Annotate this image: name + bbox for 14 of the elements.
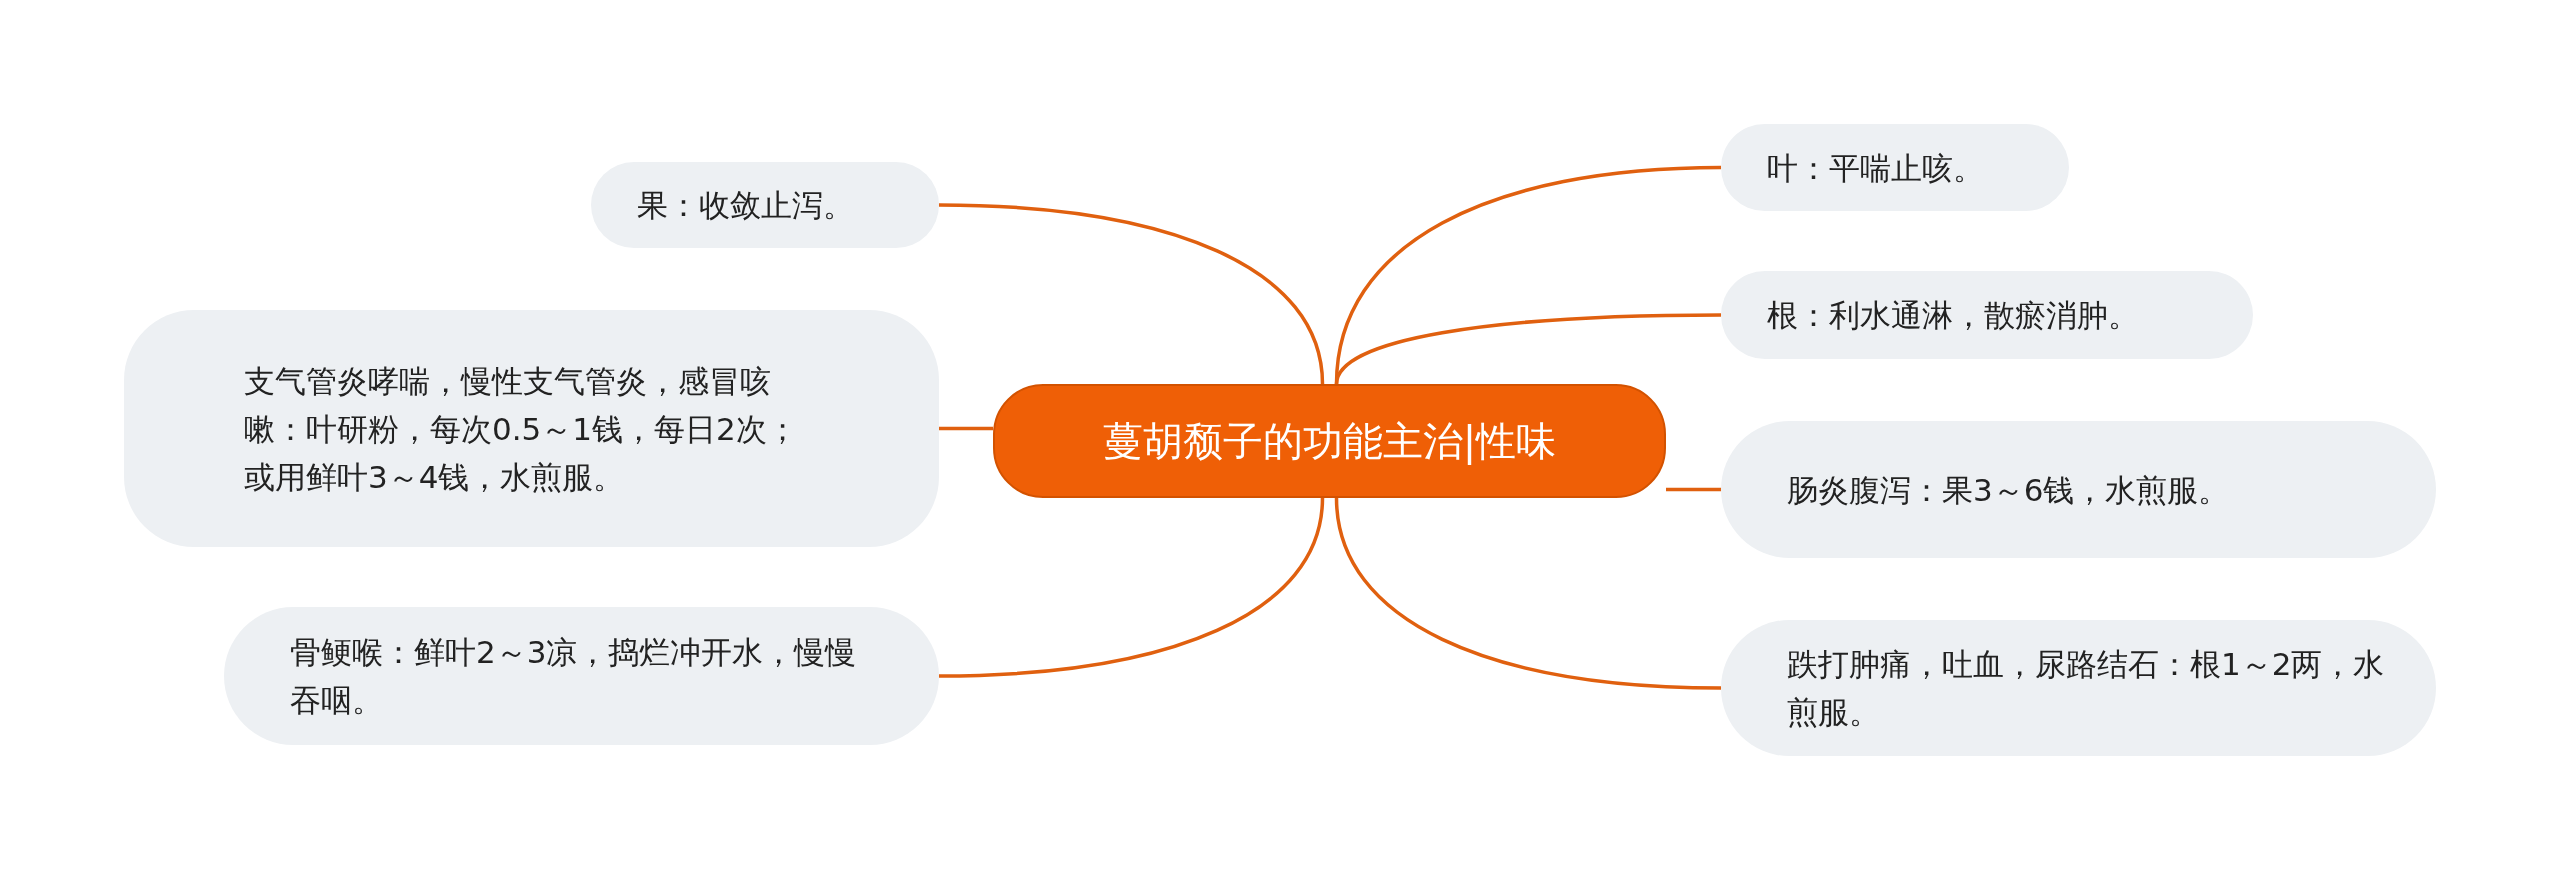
topic-bubble: 支气管炎哮喘，慢性支气管炎，感冒咳嗽：叶研粉，每次0.5～1钱，每日2次；或用鲜叶3～4钱，水煎服。 bbox=[124, 310, 939, 547]
topic-bubble: 骨鲠喉：鲜叶2～3凉，捣烂冲开水，慢慢吞咽。 bbox=[224, 607, 939, 745]
topic-bubble: 根：利水通淋，散瘀消肿。 bbox=[1721, 271, 2253, 359]
connector-line bbox=[1334, 313, 1721, 385]
central-topic: 蔓胡颓子的功能主治|性味 bbox=[993, 384, 1666, 498]
connector-line bbox=[939, 426, 993, 431]
connector-line bbox=[938, 497, 1325, 678]
connector-line bbox=[1334, 497, 1722, 690]
topic-bubble: 肠炎腹泻：果3～6钱，水煎服。 bbox=[1721, 421, 2436, 558]
topic-bubble: 果：收敛止泻。 bbox=[591, 162, 939, 248]
topic-bubble: 叶：平喘止咳。 bbox=[1721, 124, 2069, 211]
topic-bubble: 跌打肿痛，吐血，尿路结石：根1～2两，水煎服。 bbox=[1721, 620, 2436, 756]
connector-line bbox=[1666, 487, 1721, 492]
connector-line bbox=[938, 203, 1325, 385]
